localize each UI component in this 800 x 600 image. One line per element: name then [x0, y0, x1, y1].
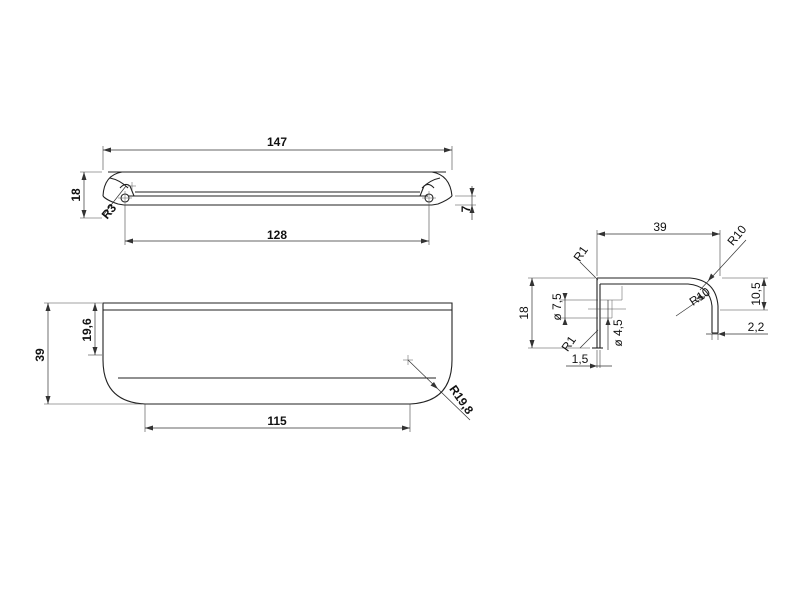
r3-leader	[103, 185, 127, 215]
dim-115-arrow-right	[402, 425, 410, 431]
dim-147-arrow-left	[103, 147, 111, 153]
dim-18-arrow-bottom	[81, 210, 87, 218]
r1-top-leader	[579, 261, 599, 281]
dim-7-arrow-top	[469, 188, 475, 196]
dim-7-arrow-bottom	[469, 205, 475, 213]
r1-bottom-label: R1	[559, 333, 579, 354]
r198-label: R19,8	[446, 383, 476, 418]
r1-top-label: R1	[571, 243, 591, 264]
dim-128-arrow-right	[421, 238, 429, 244]
section-profile-inner	[600, 283, 713, 333]
dim105-arrow-bottom	[761, 302, 767, 310]
front-view-outline	[102, 302, 453, 405]
dim22-arrow	[718, 331, 725, 337]
dim-39-arrow-bottom	[45, 396, 51, 404]
r10-inner-label: R10	[687, 284, 713, 308]
dim22-label: 2,2	[748, 320, 765, 334]
r10-outer-arrow	[708, 273, 715, 281]
sec-dim-18-label: 18	[517, 306, 531, 320]
dia75-arrow-top	[562, 293, 568, 300]
dim-18-label: 18	[69, 188, 83, 202]
section-view: 39 18 ø 7,5 ø 4,5 R1 R1 1,5 R1	[517, 220, 768, 369]
dim15-arrow	[590, 363, 597, 369]
sec-dim-39-arrow-right	[712, 231, 720, 237]
top-view-right-notch	[419, 183, 435, 197]
r10-outer-leader	[699, 239, 747, 291]
dim-7-label: 7	[459, 205, 473, 212]
sec-dim-39-label: 39	[653, 220, 667, 234]
dim-18-arrow-top	[81, 172, 87, 180]
top-view-inner-edge	[108, 171, 446, 189]
top-view-right-end	[431, 195, 453, 206]
dim-115-arrow-left	[145, 425, 153, 431]
dim15-label: 1,5	[572, 352, 589, 366]
r1-bottom-leader	[579, 329, 599, 349]
dia45-label: ø 4,5	[611, 319, 625, 347]
dim-39-label: 39	[33, 348, 47, 362]
r10-outer-label: R10	[724, 222, 749, 248]
dim-147-label: 147	[267, 135, 287, 149]
section-profile-outer	[597, 277, 719, 333]
dim-39-arrow-top	[45, 303, 51, 311]
dim-196-label: 19,6	[80, 318, 94, 342]
dim-115-label: 115	[267, 414, 287, 428]
dia45-arrow	[605, 318, 611, 325]
top-view-left-end	[102, 195, 125, 206]
r198-leader	[407, 359, 471, 421]
dim-196-arrow-top	[92, 303, 98, 311]
r10-inner-arrow	[696, 295, 704, 300]
sec-dim-18-arrow-bottom	[529, 340, 535, 348]
top-view: 147 18 R3 128 7	[69, 135, 476, 245]
sec-dim-39-arrow-left	[597, 231, 605, 237]
dim-128-label: 128	[267, 228, 287, 242]
dim-147-arrow-right	[444, 147, 452, 153]
dim105-arrow-top	[761, 278, 767, 286]
dia75-arrow-bottom	[562, 318, 568, 325]
dia75-label: ø 7,5	[550, 293, 564, 321]
r10-inner-leader	[675, 293, 709, 317]
front-view: 39 19,6 115 R19,8	[33, 302, 476, 432]
sec-dim-18-arrow-top	[529, 278, 535, 286]
dim-128-arrow-left	[125, 238, 133, 244]
dim-196-arrow-bottom	[92, 347, 98, 355]
r198-arrow	[430, 382, 438, 389]
dim105-label: 10,5	[749, 282, 763, 306]
